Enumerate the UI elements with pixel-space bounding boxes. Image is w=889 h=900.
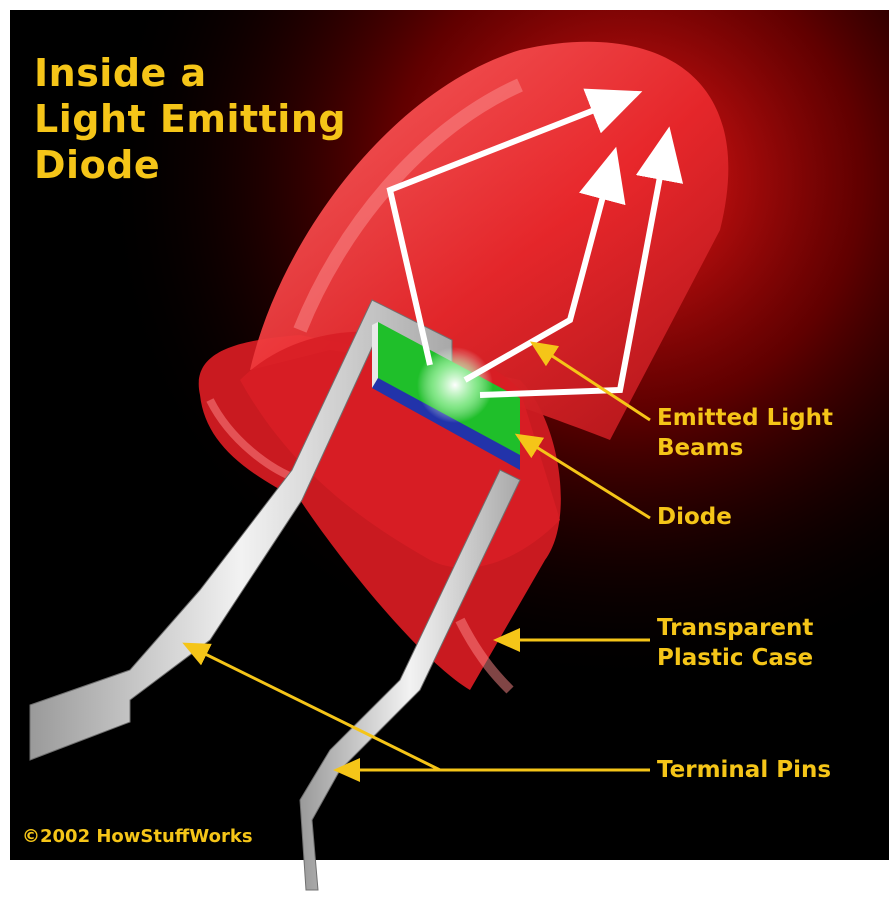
label-diode: Diode bbox=[657, 503, 732, 532]
label-emitted-line1: Emitted Light bbox=[657, 404, 833, 433]
label-case-line1: Transparent bbox=[657, 614, 813, 643]
title-line-1: Inside a bbox=[34, 50, 207, 96]
label-emitted-line2: Beams bbox=[657, 434, 743, 463]
label-pins: Terminal Pins bbox=[657, 756, 831, 785]
title-line-3: Diode bbox=[34, 142, 160, 188]
label-case-line2: Plastic Case bbox=[657, 644, 813, 673]
title-line-2: Light Emitting bbox=[34, 96, 346, 142]
copyright-text: ©2002 HowStuffWorks bbox=[22, 826, 253, 847]
